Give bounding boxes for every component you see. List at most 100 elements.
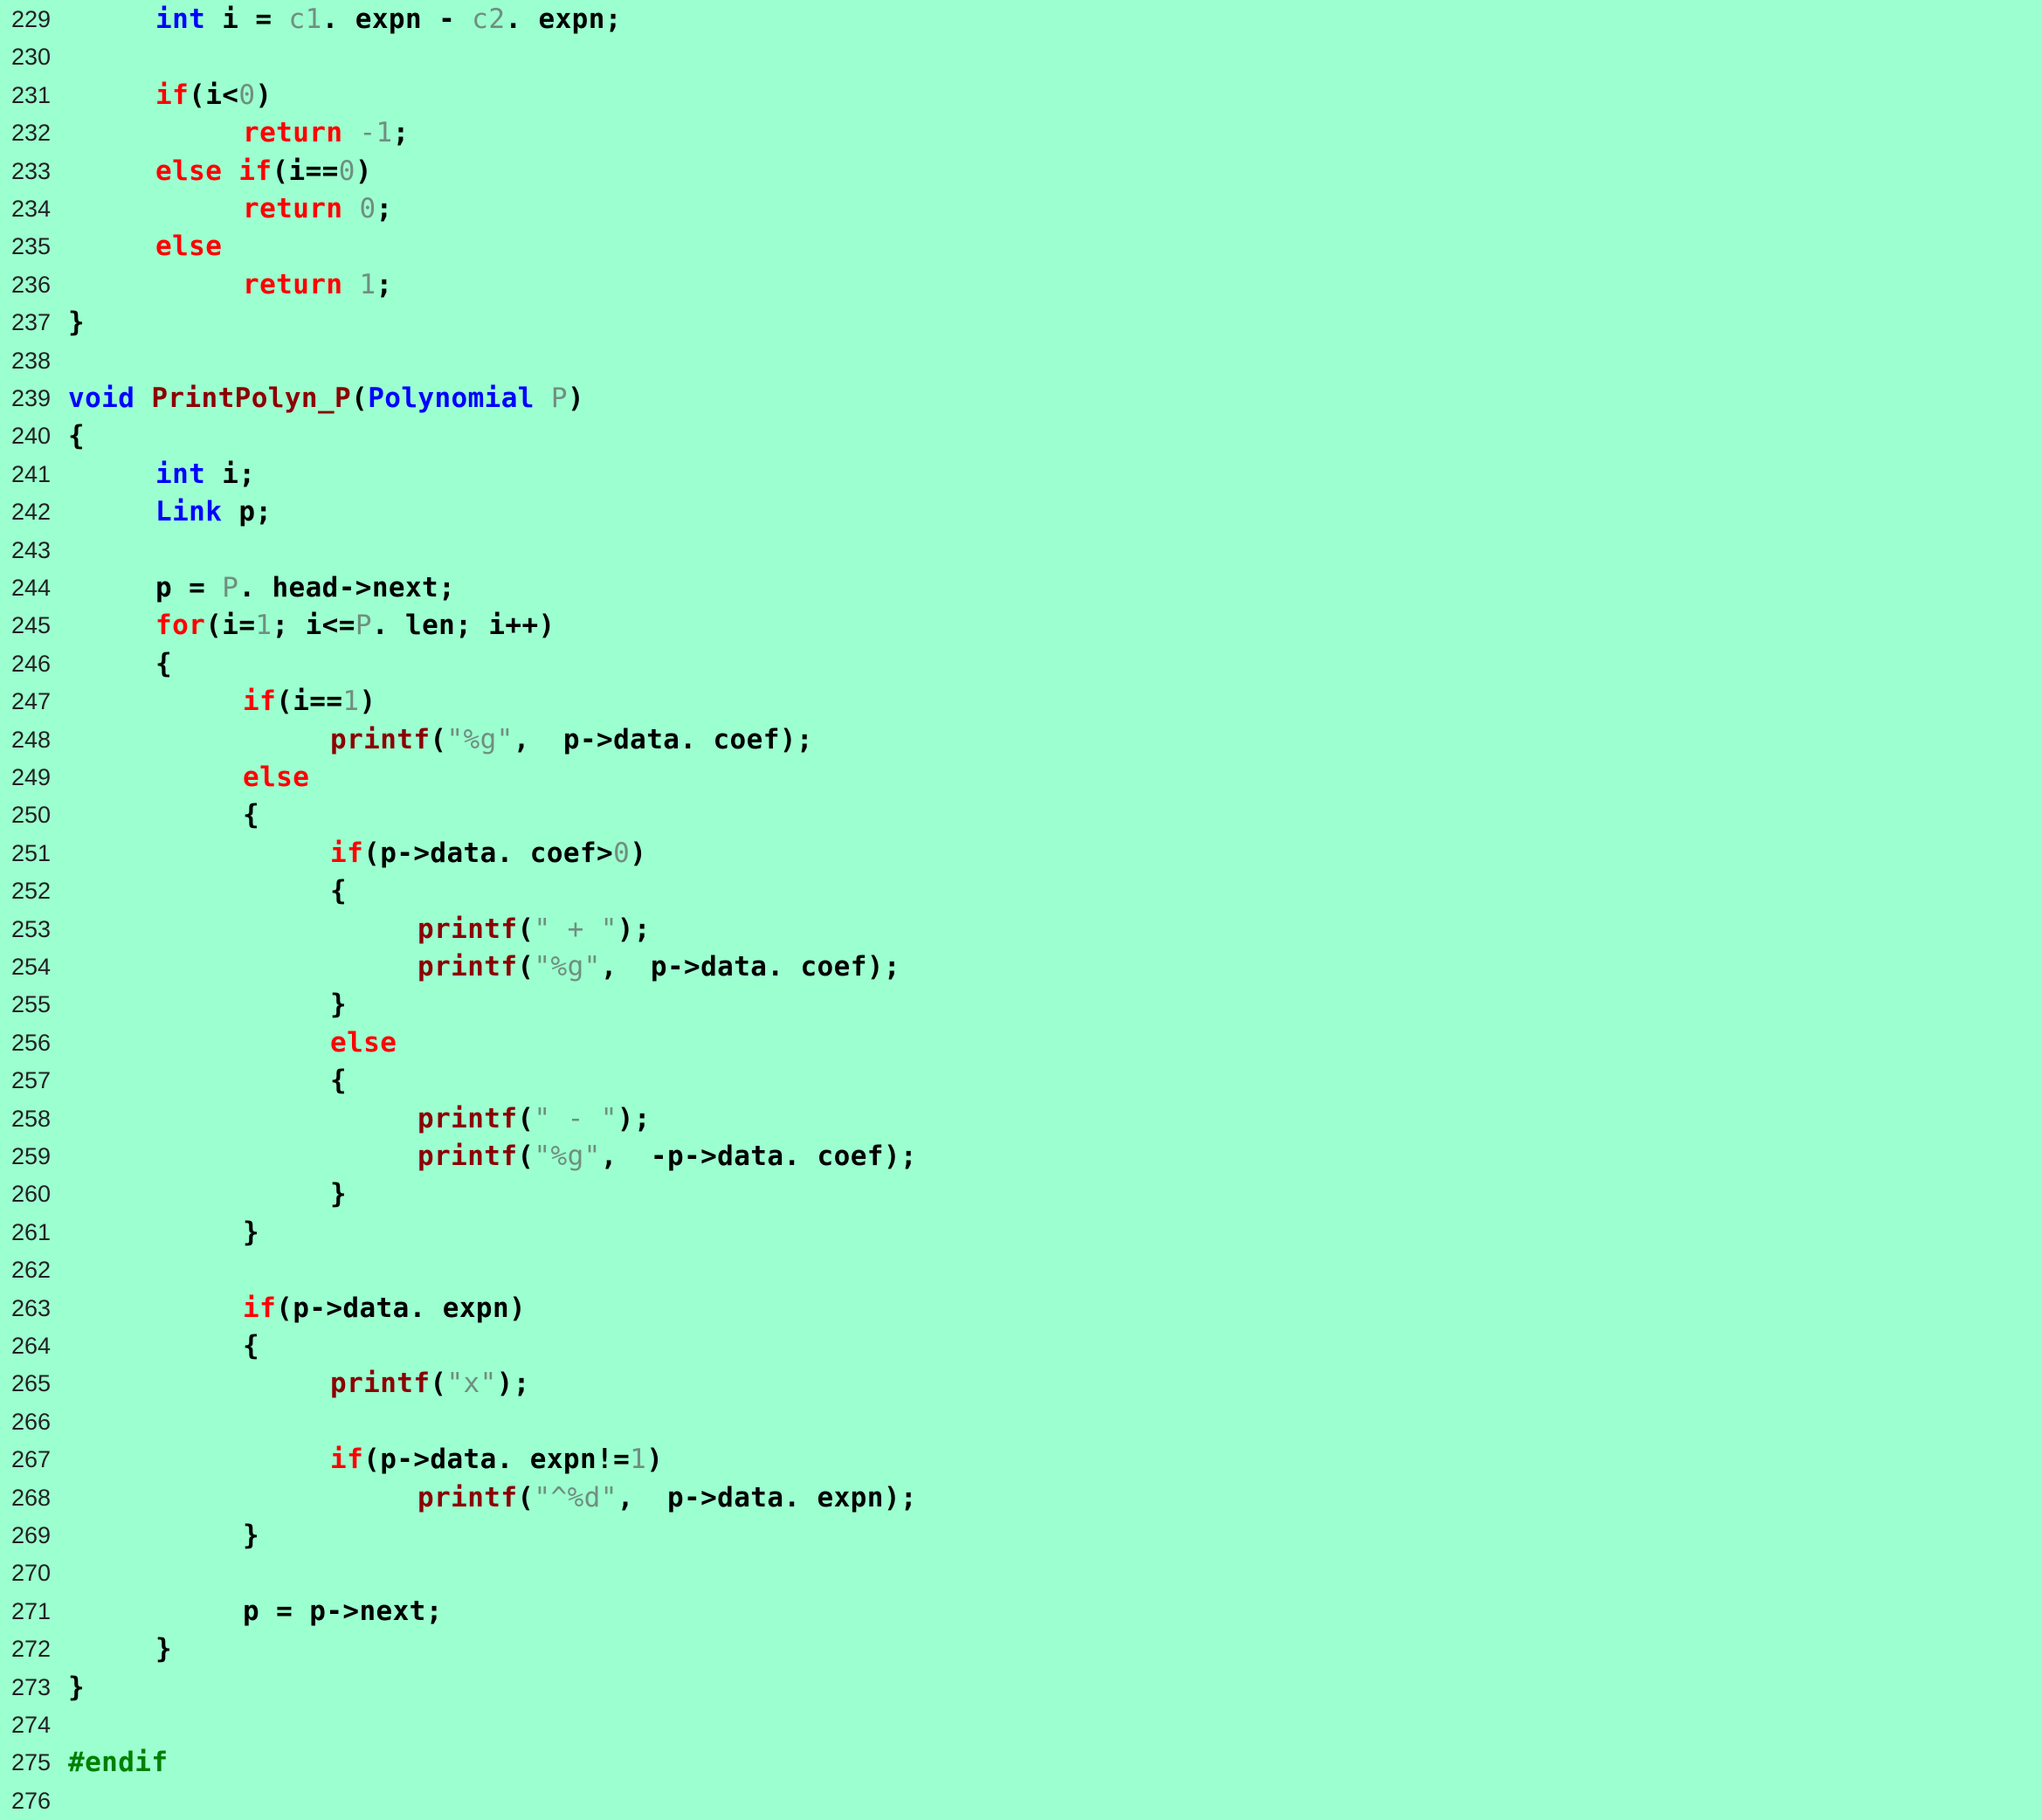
line-number: 261: [10, 1218, 51, 1245]
code-token: ;: [392, 117, 410, 149]
code-line[interactable]: 250{: [0, 796, 2042, 834]
code-line[interactable]: 252{: [0, 872, 2042, 910]
code-line[interactable]: 269}: [0, 1517, 2042, 1555]
line-number: 238: [10, 347, 51, 374]
code-token: );: [617, 913, 651, 945]
code-token: (: [517, 951, 535, 982]
line-number: 246: [10, 650, 51, 677]
code-line[interactable]: 260}: [0, 1175, 2042, 1213]
code-text: if(i<0): [155, 77, 272, 114]
code-token: Polynomial: [368, 383, 535, 414]
code-line[interactable]: 264{: [0, 1327, 2042, 1365]
code-token: 1: [359, 268, 376, 300]
code-token: "x": [446, 1368, 497, 1400]
code-line[interactable]: 237}: [0, 304, 2042, 341]
line-number: 268: [10, 1484, 51, 1511]
code-token: printf: [417, 1141, 518, 1172]
code-line[interactable]: 272}: [0, 1630, 2042, 1668]
code-token: . expn -: [321, 3, 473, 35]
code-token: PrintPolyn_P: [151, 383, 352, 414]
line-number: 267: [10, 1446, 51, 1473]
code-token: ): [255, 79, 272, 111]
line-number: 260: [10, 1181, 51, 1208]
code-line[interactable]: 246{: [0, 645, 2042, 683]
line-number: 242: [10, 499, 51, 526]
code-line[interactable]: 268 printf("^%d", p->data. expn);: [0, 1479, 2042, 1517]
code-line[interactable]: 253 printf(" + ");: [0, 911, 2042, 948]
code-token: . head->next;: [238, 572, 456, 603]
line-number: 256: [10, 1029, 51, 1056]
code-line[interactable]: 261}: [0, 1214, 2042, 1251]
line-number: 253: [10, 915, 51, 942]
code-token: -1: [359, 117, 393, 149]
code-token: {: [243, 799, 260, 831]
code-token: printf: [417, 951, 518, 982]
code-token: if: [238, 155, 272, 187]
code-token: void: [68, 383, 135, 414]
code-token: [535, 383, 551, 414]
code-text: printf("^%d", p->data. expn);: [417, 1479, 917, 1517]
code-token: 1: [255, 610, 272, 642]
line-number: 254: [10, 954, 51, 980]
code-line[interactable]: 270: [0, 1555, 2042, 1592]
code-token: 0: [613, 837, 631, 869]
code-token: P: [550, 383, 568, 414]
line-number: 273: [10, 1673, 51, 1700]
code-line[interactable]: 273}: [0, 1669, 2042, 1706]
code-line[interactable]: 230: [0, 38, 2042, 76]
code-line[interactable]: 275#endif: [0, 1744, 2042, 1782]
code-token: . expn;: [505, 3, 622, 35]
line-number: 265: [10, 1370, 51, 1397]
code-text: if(p->data. coef>0): [330, 835, 646, 872]
code-text: }: [68, 304, 85, 341]
code-line[interactable]: 262: [0, 1251, 2042, 1289]
code-token: , -p->data. coef);: [600, 1141, 917, 1172]
code-line[interactable]: 266: [0, 1403, 2042, 1441]
code-token: return: [243, 117, 343, 149]
code-line[interactable]: 276: [0, 1782, 2042, 1820]
code-token: [342, 117, 359, 148]
code-line[interactable]: 255}: [0, 986, 2042, 1024]
code-line[interactable]: 240{: [0, 417, 2042, 455]
code-token: (i<: [189, 79, 239, 111]
code-token: [342, 269, 359, 300]
code-text: return 0;: [243, 190, 393, 228]
code-line[interactable]: 243: [0, 532, 2042, 569]
code-token: 0: [359, 193, 376, 224]
code-text: printf(" + ");: [417, 911, 651, 948]
line-number: 241: [10, 460, 51, 487]
code-token: [222, 155, 238, 187]
code-line[interactable]: 274: [0, 1706, 2042, 1744]
code-token: , p->data. expn);: [617, 1481, 917, 1513]
code-line[interactable]: 238: [0, 342, 2042, 380]
code-text: void PrintPolyn_P(Polynomial P): [68, 380, 584, 417]
code-line[interactable]: 257{: [0, 1062, 2042, 1100]
code-text: {: [243, 796, 259, 834]
line-number: 229: [10, 6, 51, 32]
